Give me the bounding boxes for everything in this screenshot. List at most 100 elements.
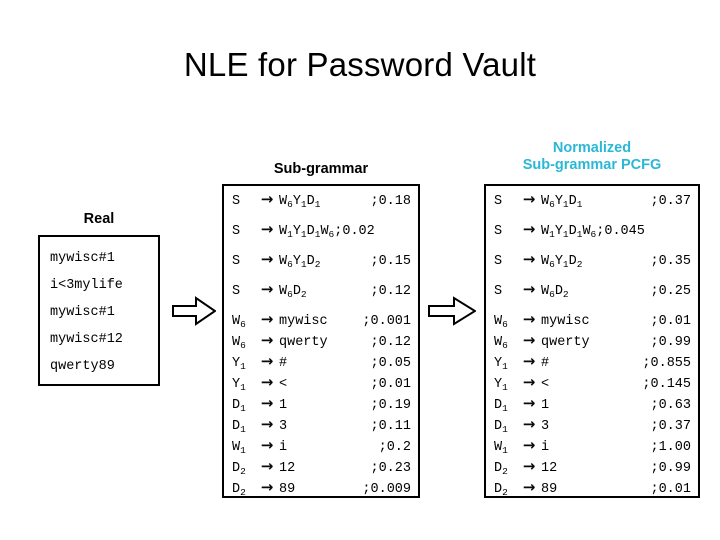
rule-lhs: D2 (494, 461, 508, 477)
rule-lhs: Y1 (232, 356, 246, 372)
rule-rhs: mywisc (279, 314, 328, 329)
real-password-item: mywisc#12 (50, 332, 123, 347)
grammar-rule-row: D2→89;0.009 (224, 480, 418, 501)
rule-lhs: S (232, 194, 241, 209)
rule-probability: ;1.00 (650, 440, 691, 455)
rule-probability: ;0.11 (370, 419, 411, 434)
normalized-header-line2: Sub-grammar PCFG (522, 157, 662, 173)
rule-lhs: S (232, 254, 241, 269)
rule-rhs: < (279, 377, 288, 392)
block-arrow-subgrammar-to-normalized (428, 296, 477, 326)
normalized-grammar-header: Normalized Sub-grammar PCFG (484, 140, 700, 174)
rule-arrow-icon: → (522, 373, 536, 391)
rule-arrow-icon: → (260, 250, 274, 268)
grammar-rule-row: D2→12;0.99 (486, 459, 698, 480)
rule-probability: ;0.01 (650, 482, 691, 497)
rule-arrow-icon: → (260, 220, 274, 238)
rule-probability: ;0.001 (362, 314, 411, 329)
rule-probability: ;0.99 (650, 461, 691, 476)
rule-rhs: < (541, 377, 550, 392)
rule-probability: ;0.63 (650, 398, 691, 413)
rule-lhs: S (494, 194, 503, 209)
rule-arrow-icon: → (260, 436, 274, 454)
rule-probability: ;0.12 (370, 284, 411, 299)
rule-rhs: 12 (279, 461, 296, 476)
rule-probability: ;0.145 (642, 377, 691, 392)
grammar-rule-row: W6 → mywisc ;0.001 (224, 312, 418, 333)
rule-arrow-icon: → (522, 436, 536, 454)
grammar-rule-row: D2→12;0.23 (224, 459, 418, 480)
grammar-rule-row: D1→3;0.11 (224, 417, 418, 438)
rule-rhs: W1Y1D1W6 (279, 224, 335, 240)
rule-rhs: # (279, 356, 288, 371)
rule-probability: ;0.01 (650, 314, 691, 329)
grammar-rule-row: Y1→<;0.01 (224, 375, 418, 396)
rule-rhs: 3 (541, 419, 550, 434)
real-password-item: i<3mylife (50, 278, 123, 293)
rule-lhs: D2 (232, 482, 246, 498)
rule-lhs: D2 (494, 482, 508, 498)
rule-probability: ;0.37 (650, 419, 691, 434)
rule-rhs: W6Y1D1 (279, 194, 321, 210)
rule-rhs: W6Y1D2 (279, 254, 321, 270)
rule-rhs: W6D2 (279, 284, 307, 300)
rule-arrow-icon: → (260, 457, 274, 475)
real-column-header: Real (83, 211, 115, 227)
rule-arrow-icon: → (522, 250, 536, 268)
sub-grammar-header: Sub-grammar (273, 161, 369, 177)
rule-rhs: W6Y1D1 (541, 194, 583, 210)
grammar-rule-row: S → W1Y1D1W6;0.02 (224, 222, 418, 252)
grammar-rule-row: D1→1;0.63 (486, 396, 698, 417)
grammar-rule-row: D1→1;0.19 (224, 396, 418, 417)
page-title: NLE for Password Vault (183, 46, 537, 83)
grammar-rule-row: S→W6D2;0.25 (486, 282, 698, 312)
grammar-rule-row: W1→i;1.00 (486, 438, 698, 459)
rule-arrow-icon: → (260, 190, 274, 208)
rule-lhs: W1 (494, 440, 508, 456)
rule-rhs: 1 (279, 398, 288, 413)
rule-rhs: qwerty (541, 335, 590, 350)
rule-arrow-icon: → (260, 280, 274, 298)
rule-lhs: W1 (232, 440, 246, 456)
grammar-rule-row: S→W1Y1D1W6;0.045 (486, 222, 698, 252)
grammar-rule-row: S→W6Y1D2;0.35 (486, 252, 698, 282)
rule-lhs: W6 (232, 314, 246, 330)
rule-arrow-icon: → (522, 415, 536, 433)
grammar-rule-row: S→W6D2;0.12 (224, 282, 418, 312)
rule-arrow-icon: → (260, 478, 274, 496)
rule-probability: ;0.045 (596, 224, 645, 239)
rule-probability: ;0.01 (370, 377, 411, 392)
rule-arrow-icon: → (522, 394, 536, 412)
rule-arrow-icon: → (260, 394, 274, 412)
grammar-rule-row: S→W6Y1D1;0.37 (486, 192, 698, 222)
rule-lhs: S (232, 224, 241, 239)
real-password-item: qwerty89 (50, 359, 115, 374)
rule-arrow-icon: → (522, 331, 536, 349)
grammar-rule-row: Y1→<;0.145 (486, 375, 698, 396)
rule-arrow-icon: → (260, 352, 274, 370)
rule-probability: ;0.19 (370, 398, 411, 413)
rule-arrow-icon: → (522, 220, 536, 238)
real-password-item: mywisc#1 (50, 305, 115, 320)
rule-rhs: W1Y1D1W6 (541, 224, 597, 240)
rule-lhs: Y1 (494, 356, 508, 372)
rule-arrow-icon: → (522, 352, 536, 370)
rule-arrow-icon: → (522, 478, 536, 496)
rule-rhs: W6Y1D2 (541, 254, 583, 270)
rule-probability: ;0.18 (370, 194, 411, 209)
rule-lhs: D1 (494, 419, 508, 435)
rule-rhs: qwerty (279, 335, 328, 350)
rule-rhs: 12 (541, 461, 558, 476)
rule-arrow-icon: → (522, 190, 536, 208)
rule-probability: ;0.15 (370, 254, 411, 269)
rule-arrow-icon: → (260, 310, 274, 328)
rule-probability: ;0.02 (334, 224, 375, 239)
grammar-rule-row: Y1→#;0.05 (224, 354, 418, 375)
rule-arrow-icon: → (522, 280, 536, 298)
rule-lhs: D2 (232, 461, 246, 477)
grammar-rule-row: Y1→#;0.855 (486, 354, 698, 375)
